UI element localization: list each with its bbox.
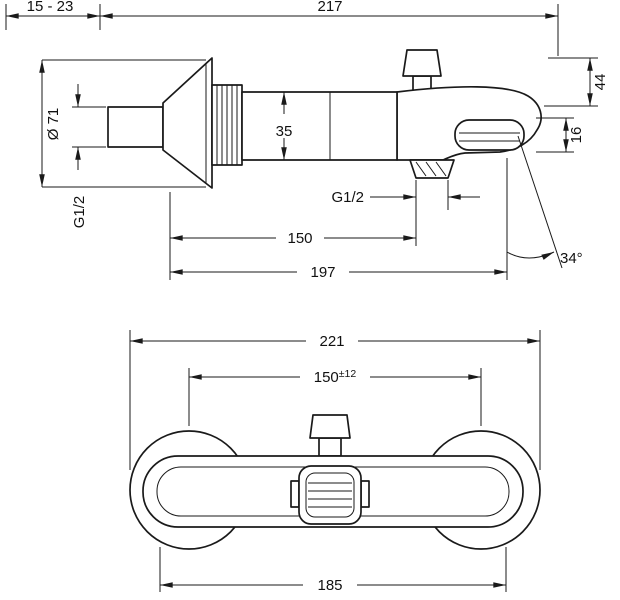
front-view-dimensions [129, 330, 541, 592]
wall-supply-pipe [107, 106, 164, 148]
front-view-labels: 221 150±12 185 [314, 333, 357, 594]
side-view-dimensions [5, 4, 598, 280]
dim-projection-label: 15 - 23 [27, 0, 74, 15]
aerator-ring-lines [459, 132, 520, 142]
diverter-front-grip [305, 472, 355, 518]
front-view [129, 414, 541, 550]
dim-spout-reach-label: 197 [310, 264, 335, 281]
aerator-housing [454, 119, 525, 151]
union-nut-knurling [216, 85, 238, 165]
escutcheon-cone [162, 57, 213, 189]
dim-body-height-label: 35 [276, 123, 293, 140]
spout-angle-reference-line [517, 135, 563, 269]
dim-overall-length-label: 217 [317, 0, 342, 15]
spout-angle-arc [506, 251, 555, 260]
dim-connection-centers-label: 150±12 [314, 368, 357, 386]
dim-outlet-thread-label: G1/2 [331, 189, 364, 206]
dim-connection-tolerance: ±12 [339, 368, 357, 380]
shower-outlet-hatching [415, 161, 447, 177]
dim-escutcheon-diameter-label: Ø 71 [45, 108, 62, 141]
dim-spout-angle-label: 34° [560, 250, 583, 267]
dim-connection-centers-value: 150 [314, 369, 339, 386]
diverter-tab-left [290, 480, 300, 508]
dim-inlet-thread-label: G1/2 [71, 196, 88, 229]
dim-body-width-label: 185 [317, 577, 342, 594]
diverter-front-housing [298, 465, 362, 525]
diverter-knob [402, 49, 442, 77]
diverter-grip-ribs [308, 482, 352, 508]
mixer-body [241, 91, 398, 161]
side-view [107, 49, 542, 189]
diverter-knob-front [309, 414, 351, 439]
dim-overall-width-label: 221 [319, 333, 344, 350]
dim-spout-end-height-label: 44 [592, 74, 609, 91]
dim-outlet-height-label: 16 [568, 127, 585, 144]
shower-outlet-stub [409, 159, 455, 179]
dim-outlet-distance-label: 150 [287, 230, 312, 247]
diverter-stem-front [318, 437, 342, 457]
diverter-tab-right [360, 480, 370, 508]
side-view-labels: 15 - 23 217 Ø 71 G1/2 35 44 16 G1/2 150 … [27, 0, 609, 281]
